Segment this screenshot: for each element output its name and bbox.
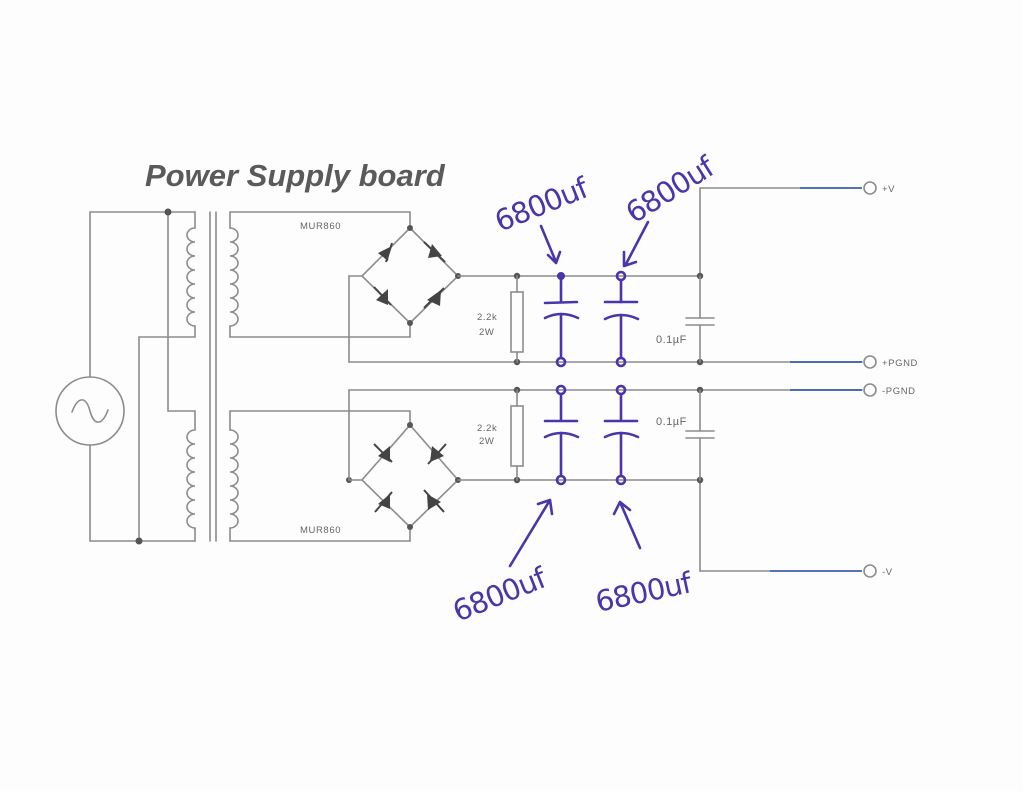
capacitor-top-2 [603, 270, 640, 368]
capacitor-top-1 [543, 272, 580, 368]
resistor-top [510, 275, 524, 363]
terminal-pos-pgnd [863, 355, 877, 369]
resistor-top-value: 2.2k [477, 312, 497, 323]
rectifier-bottom-label: MUR860 [300, 525, 341, 536]
bridge-rectifier-bottom [346, 389, 461, 530]
diagram-title: Power Supply board [145, 158, 446, 193]
terminal-pos-pgnd-label: +PGND [882, 358, 918, 369]
resistor-bottom [510, 389, 524, 481]
capacitor-bottom-2 [603, 384, 640, 486]
terminal-pos-v [863, 181, 877, 195]
transformer-primary-wiring [135, 208, 196, 545]
transformer [186, 211, 239, 542]
resistor-bottom-power: 2W [479, 436, 494, 447]
arrow-cap-bottom-2 [612, 500, 642, 550]
arrow-cap-bottom-1 [508, 498, 554, 568]
rectifier-top-label: MUR860 [300, 221, 341, 232]
film-capacitor-top-value: 0.1µF [656, 334, 687, 346]
arrow-cap-top-1 [539, 224, 562, 265]
terminal-neg-pgnd [863, 383, 877, 397]
bridge-rectifier-top [348, 225, 461, 363]
arrow-cap-top-2 [622, 220, 650, 268]
resistor-bottom-value: 2.2k [477, 423, 497, 434]
terminal-neg-pgnd-label: -PGND [882, 386, 916, 397]
film-capacitor-bottom-value: 0.1µF [656, 416, 687, 428]
resistor-top-power: 2W [479, 327, 494, 338]
capacitor-bottom-1 [543, 384, 580, 486]
dc-rails [348, 187, 863, 572]
ac-source [55, 211, 169, 542]
terminal-pos-v-label: +V [882, 184, 895, 195]
annotation-cap-bottom-1: 6800uf [448, 560, 552, 628]
film-capacitor-top [685, 275, 715, 363]
film-capacitor-bottom [685, 389, 715, 481]
terminal-neg-v-label: -V [882, 567, 893, 578]
terminal-neg-v [863, 564, 877, 578]
annotation-cap-top-2: 6800uf [620, 149, 721, 230]
annotation-cap-bottom-2: 6800uf [592, 565, 695, 619]
secondary-wiring [229, 211, 411, 542]
